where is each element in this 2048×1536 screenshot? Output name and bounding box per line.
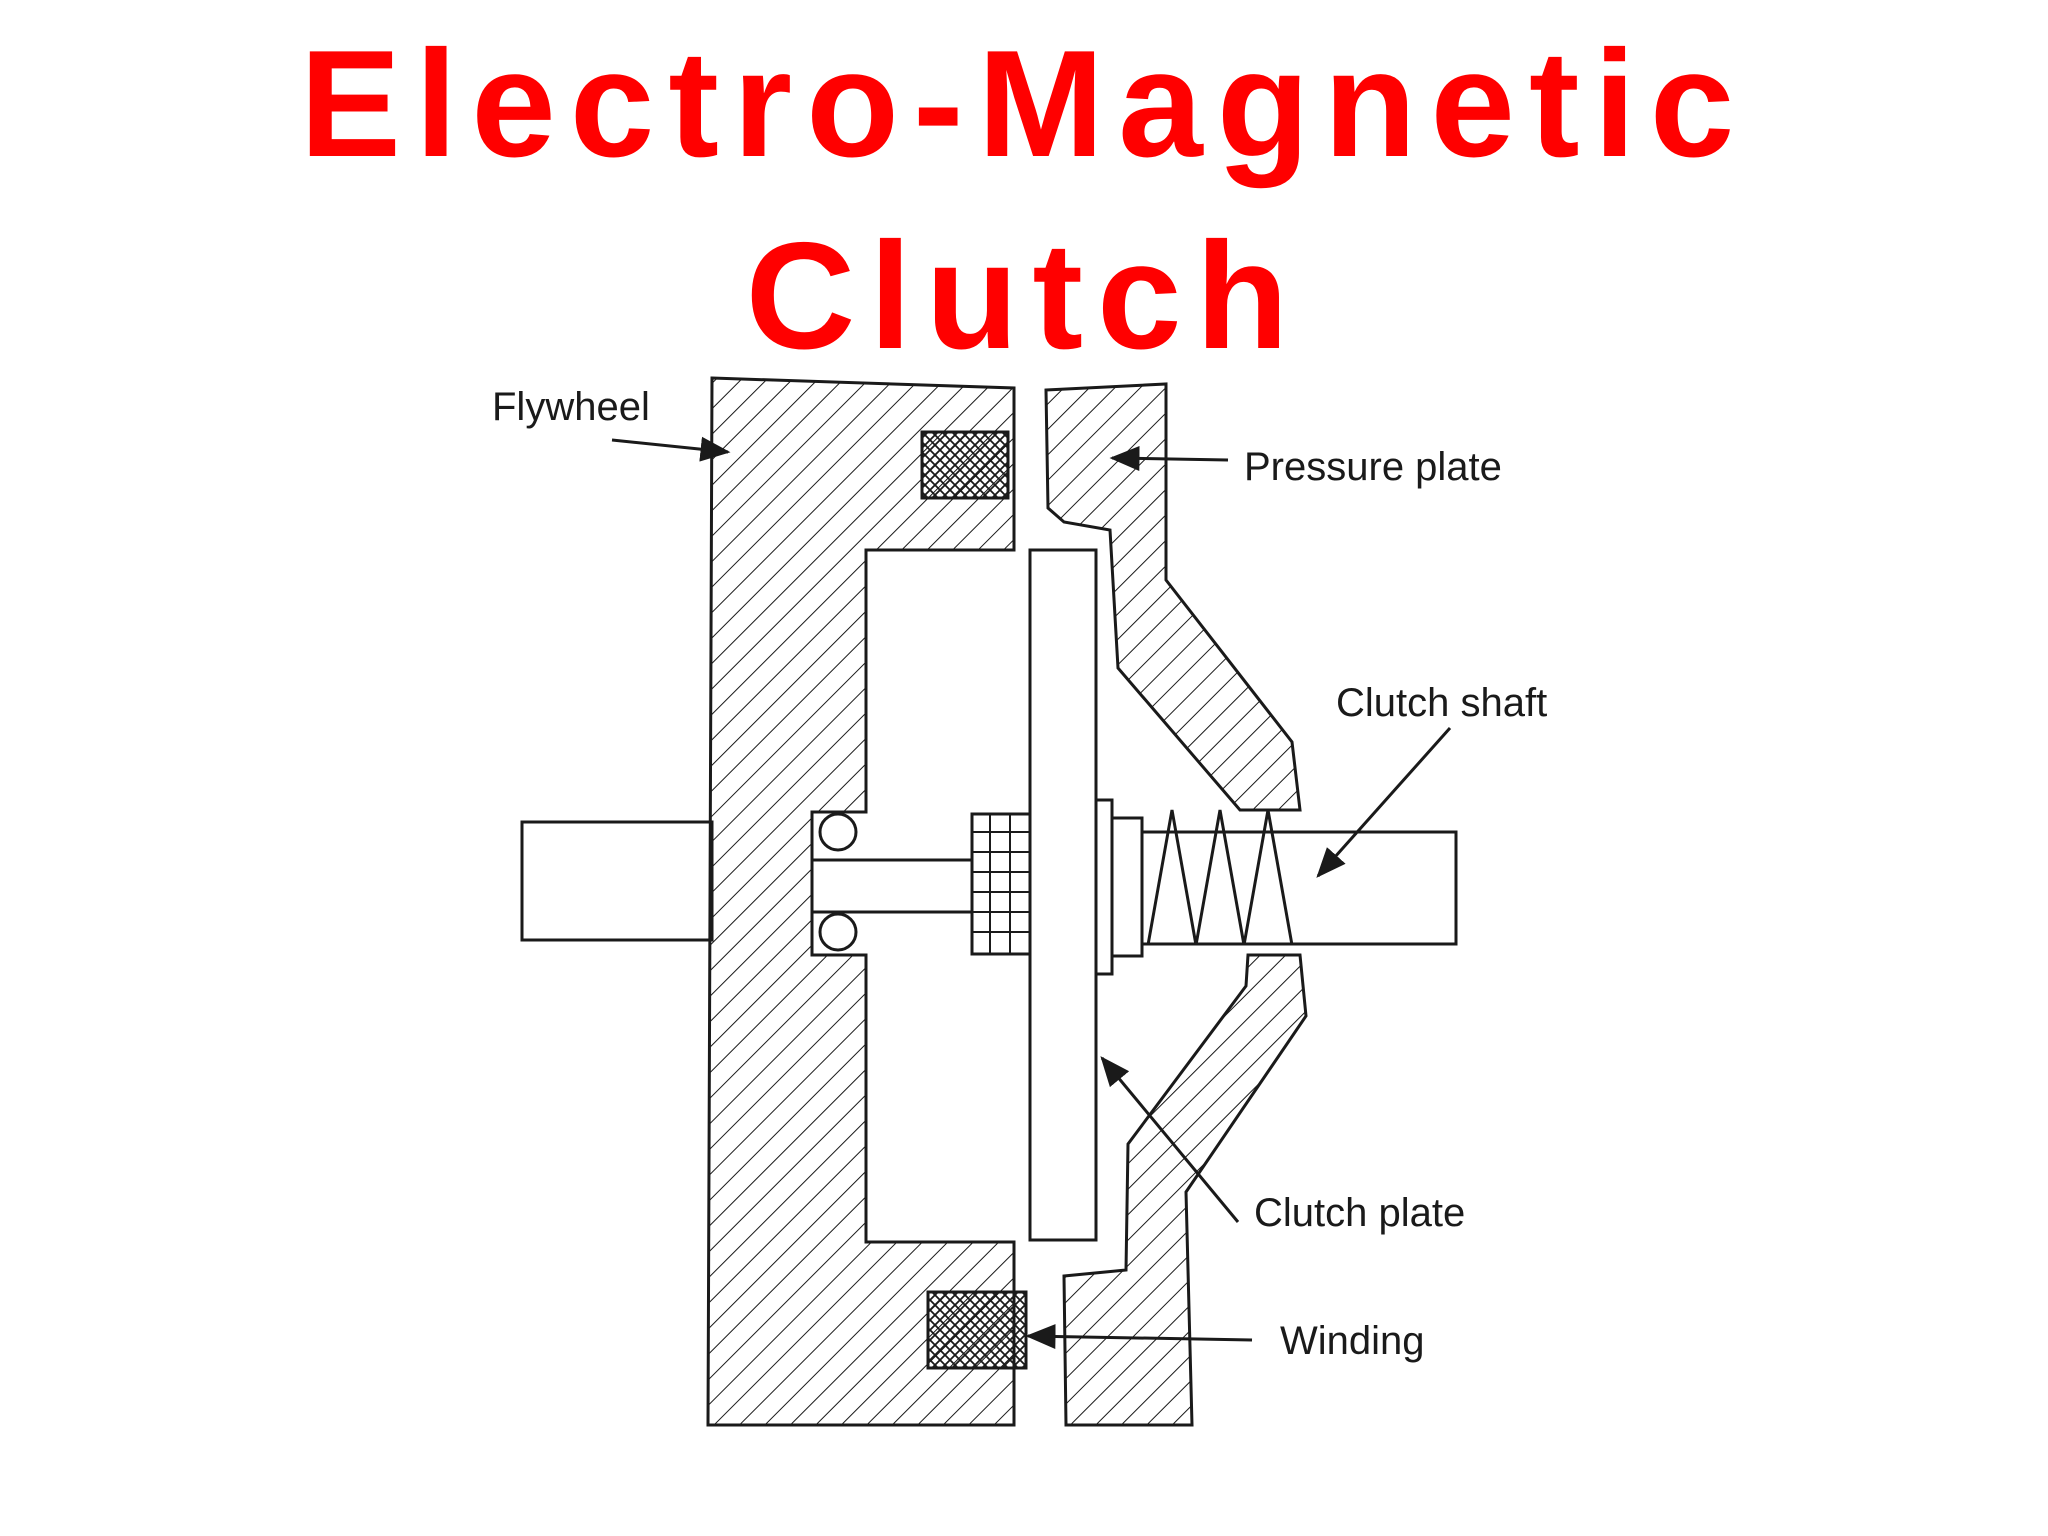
arrow-pressure-plate <box>1109 445 1229 471</box>
hub-collar <box>1094 798 1114 976</box>
label-clutch-shaft: Clutch shaft <box>1336 681 1547 725</box>
inner-shaft <box>810 858 974 914</box>
title-line-1: Electro-Magnetic <box>299 19 1749 189</box>
title-line-2: Clutch <box>745 211 1303 381</box>
splined-hub <box>970 812 1032 956</box>
flywheel <box>706 376 1016 1427</box>
spring-seat <box>1110 816 1144 958</box>
pressure-plate-upper <box>1044 382 1302 812</box>
spring <box>1146 809 1294 946</box>
clutch-plate <box>1028 548 1098 1242</box>
arrow-clutch-shaft <box>1316 727 1452 878</box>
bearing-ball-bottom <box>818 912 858 952</box>
clutch-shaft <box>1140 830 1458 946</box>
label-flywheel: Flywheel <box>492 385 650 429</box>
hub-splines <box>972 814 1030 954</box>
arrow-winding <box>1025 1323 1253 1349</box>
arrow-clutch-plate <box>1100 1056 1240 1223</box>
label-winding: Winding <box>1280 1319 1425 1363</box>
winding-bottom <box>926 1290 1028 1370</box>
bearing-ball-top <box>818 812 858 852</box>
arrow-flywheel <box>611 436 731 462</box>
label-pressure-plate: Pressure plate <box>1244 445 1502 489</box>
input-shaft <box>520 820 714 942</box>
label-clutch-plate: Clutch plate <box>1254 1191 1465 1235</box>
winding-top <box>920 430 1010 500</box>
pressure-plate-lower <box>1062 953 1308 1427</box>
